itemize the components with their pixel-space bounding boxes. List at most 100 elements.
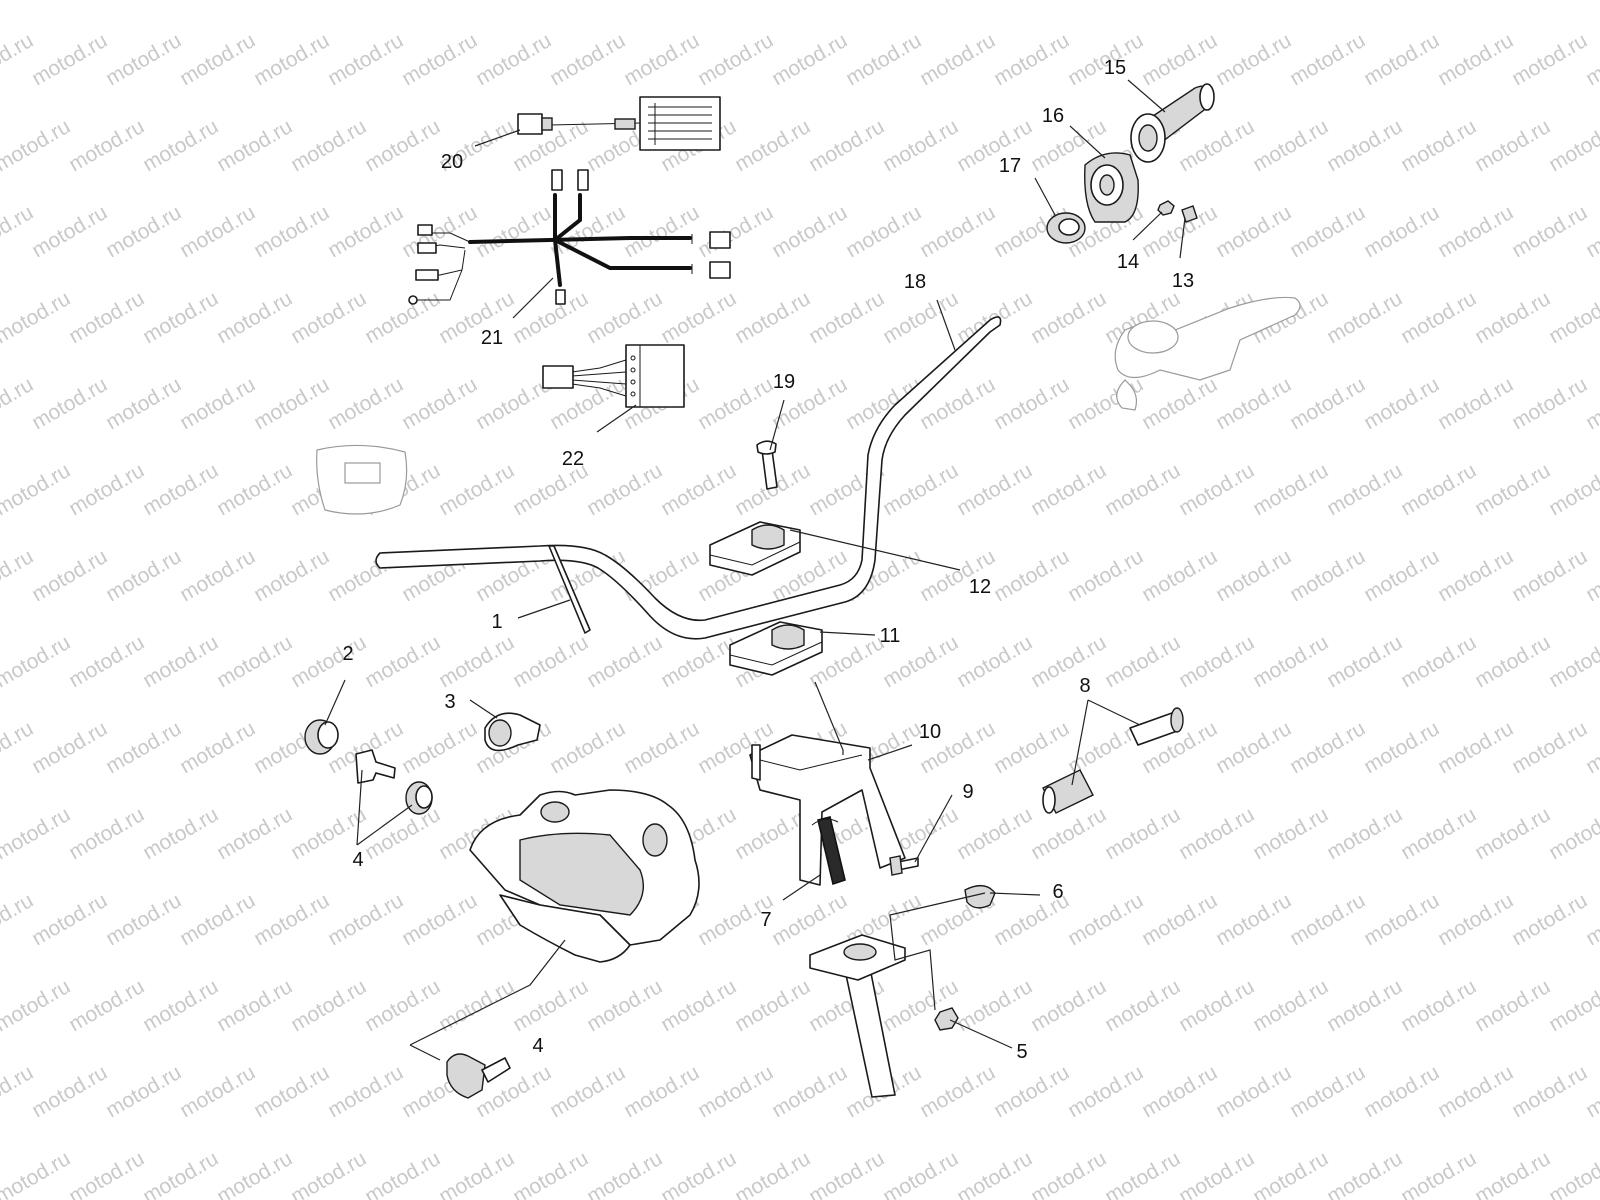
- watermark-text: motod.ru: [1508, 1061, 1591, 1122]
- watermark-text: motod.ru: [1323, 459, 1406, 520]
- watermark-text: motod.ru: [1286, 545, 1369, 606]
- watermark-text: motod.ru: [0, 1061, 37, 1122]
- watermark-text: motod.ru: [1360, 545, 1443, 606]
- watermark-text: motod.ru: [250, 545, 333, 606]
- watermark-text: motod.ru: [213, 115, 296, 176]
- watermark-text: motod.ru: [287, 631, 370, 692]
- watermark-text: motod.ru: [1064, 545, 1147, 606]
- callout-16: 16: [1042, 105, 1064, 127]
- watermark-text: motod.ru: [953, 803, 1036, 864]
- watermark-text: motod.ru: [0, 29, 37, 90]
- watermark-text: motod.ru: [176, 717, 259, 778]
- watermark-text: motod.ru: [1545, 459, 1600, 520]
- watermark-text: motod.ru: [1249, 803, 1332, 864]
- return-spring: [811, 816, 846, 886]
- watermark-text: motod.ru: [1249, 1147, 1332, 1200]
- watermark-text: motod.ru: [1249, 975, 1332, 1036]
- grip-heater: [517, 96, 721, 151]
- watermark-text: motod.ru: [398, 889, 481, 950]
- watermark-text: motod.ru: [990, 717, 1073, 778]
- watermark-text: motod.ru: [768, 29, 851, 90]
- watermark-text: motod.ru: [1027, 803, 1110, 864]
- watermark-text: motod.ru: [324, 1061, 407, 1122]
- watermark-text: motod.ru: [0, 459, 74, 520]
- watermark-text: motod.ru: [435, 287, 518, 348]
- watermark-text: motod.ru: [0, 975, 74, 1036]
- watermark-text: motod.ru: [1175, 803, 1258, 864]
- watermark-text: motod.ru: [1434, 717, 1517, 778]
- watermark-text: motod.ru: [805, 1147, 888, 1200]
- watermark-text: motod.ru: [1212, 29, 1295, 90]
- callout-20: 20: [441, 151, 463, 173]
- watermark-text: motod.ru: [694, 29, 777, 90]
- watermark-text: motod.ru: [102, 889, 185, 950]
- watermark-text: motod.ru: [879, 459, 962, 520]
- watermark-text: motod.ru: [398, 717, 481, 778]
- watermark-text: motod.ru: [1323, 1147, 1406, 1200]
- watermark-text: motod.ru: [546, 29, 629, 90]
- watermark-text: motod.ru: [583, 287, 666, 348]
- watermark-text: motod.ru: [250, 1061, 333, 1122]
- watermark-text: motod.ru: [1434, 545, 1517, 606]
- watermark-text: motod.ru: [1508, 717, 1591, 778]
- watermark-text: motod.ru: [1286, 373, 1369, 434]
- watermark-text: motod.ru: [65, 1147, 148, 1200]
- watermark-text: motod.ru: [1175, 459, 1258, 520]
- watermark-text: motod.ru: [1101, 631, 1184, 692]
- watermark-text: motod.ru: [1360, 29, 1443, 90]
- watermark-text: motod.ru: [1138, 1061, 1221, 1122]
- watermark-text: motod.ru: [398, 29, 481, 90]
- watermark-text: motod.ru: [1286, 717, 1369, 778]
- watermark-text: motod.ru: [28, 373, 111, 434]
- steering-column: [809, 934, 906, 1098]
- watermark-text: motod.ru: [657, 0, 740, 4]
- watermark-text: motod.ru: [1397, 0, 1480, 4]
- watermark-text: motod.ru: [1175, 631, 1258, 692]
- watermark-text: motod.ru: [1027, 459, 1110, 520]
- watermark-text: motod.ru: [1175, 0, 1258, 4]
- watermark-text: motod.ru: [1175, 975, 1258, 1036]
- watermark-text: motod.ru: [1471, 287, 1554, 348]
- watermark-text: motod.ru: [805, 287, 888, 348]
- watermark-text: motod.ru: [324, 373, 407, 434]
- watermark-text: motod.ru: [324, 889, 407, 950]
- watermark-text: motod.ru: [731, 287, 814, 348]
- watermark-text: motod.ru: [1397, 287, 1480, 348]
- watermark-text: motod.ru: [1508, 545, 1591, 606]
- watermark-text: motod.ru: [1212, 201, 1295, 262]
- watermark-text: motod.ru: [657, 1147, 740, 1200]
- watermark-text: motod.ru: [287, 1147, 370, 1200]
- callout-12: 12: [969, 576, 991, 598]
- watermark-text: motod.ru: [953, 0, 1036, 4]
- watermark-text: motod.ru: [398, 373, 481, 434]
- watermark-text: motod.ru: [0, 201, 37, 262]
- callout-13: 13: [1172, 270, 1194, 292]
- watermark-text: motod.ru: [1360, 373, 1443, 434]
- watermark-text: motod.ru: [1471, 0, 1554, 4]
- watermark-text: motod.ru: [102, 717, 185, 778]
- callout-8: 8: [1079, 675, 1090, 697]
- watermark-text: motod.ru: [139, 1147, 222, 1200]
- watermark-text: motod.ru: [65, 115, 148, 176]
- watermark-text: motod.ru: [287, 115, 370, 176]
- watermark-text: motod.ru: [842, 201, 925, 262]
- watermark-text: motod.ru: [1101, 1147, 1184, 1200]
- watermark-text: motod.ru: [990, 1061, 1073, 1122]
- watermark-text: motod.ru: [583, 975, 666, 1036]
- watermark-text: motod.ru: [324, 29, 407, 90]
- watermark-text: motod.ru: [176, 1061, 259, 1122]
- callout-19: 19: [773, 371, 795, 393]
- lower-clamp: [729, 621, 823, 676]
- watermark-text: motod.ru: [0, 631, 74, 692]
- watermark-text: motod.ru: [0, 545, 37, 606]
- watermark-text: motod.ru: [953, 459, 1036, 520]
- watermark-text: motod.ru: [435, 631, 518, 692]
- watermark-text: motod.ru: [1323, 0, 1406, 4]
- watermark-text: motod.ru: [28, 29, 111, 90]
- watermark-text: motod.ru: [1249, 0, 1332, 4]
- watermark-text: motod.ru: [1471, 115, 1554, 176]
- watermark-text: motod.ru: [139, 459, 222, 520]
- watermark-text: motod.ru: [842, 29, 925, 90]
- watermark-text: motod.ru: [1508, 201, 1591, 262]
- watermark-text: motod.ru: [361, 287, 444, 348]
